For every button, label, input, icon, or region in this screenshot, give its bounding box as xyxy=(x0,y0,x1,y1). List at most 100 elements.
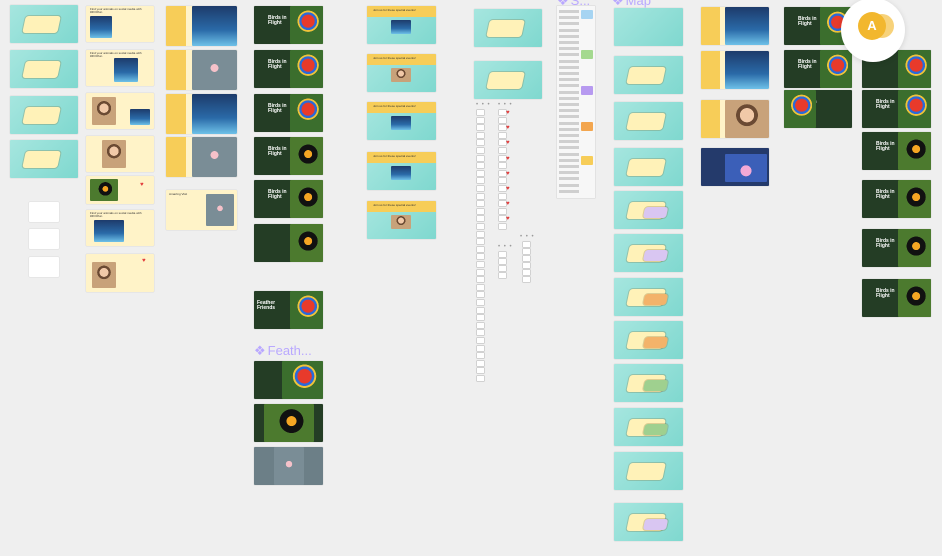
map-slide[interactable] xyxy=(614,452,683,490)
social-slide[interactable]: ♥ xyxy=(86,176,154,204)
events-slide[interactable] xyxy=(701,51,769,89)
tiny-slide-thumbnail[interactable] xyxy=(477,307,484,313)
tiny-slide-thumbnail[interactable] xyxy=(499,148,506,153)
events-slide[interactable] xyxy=(701,7,769,45)
birds-slide[interactable]: Birds in Flight xyxy=(862,229,931,267)
tiny-slide-thumbnail[interactable] xyxy=(477,360,484,366)
birds-slide[interactable]: Birds in Flight xyxy=(862,90,931,128)
tiny-slide-thumbnail[interactable] xyxy=(477,277,484,283)
map-slide[interactable] xyxy=(614,56,683,94)
tiny-slide-thumbnail[interactable] xyxy=(477,132,484,138)
slide-thumbnail[interactable] xyxy=(474,61,542,99)
tiny-slide-thumbnail[interactable] xyxy=(477,284,484,290)
tiny-slide-thumbnail[interactable] xyxy=(477,216,484,222)
tiny-slide-thumbnail[interactable] xyxy=(499,155,506,161)
feather-friends-slide[interactable]: Feather Friends xyxy=(254,291,323,329)
tiny-slide-thumbnail[interactable] xyxy=(477,208,484,214)
tiny-slide-thumbnail[interactable] xyxy=(477,239,484,245)
social-slide[interactable]: ♥ xyxy=(86,254,154,292)
events-slide[interactable] xyxy=(701,148,769,186)
tiny-slide-thumbnail[interactable] xyxy=(477,231,484,237)
sticky-note[interactable] xyxy=(29,202,59,222)
tiny-slide-thumbnail[interactable] xyxy=(499,140,506,146)
map-slide[interactable] xyxy=(614,503,683,541)
birds-slide[interactable]: Birds in Flight xyxy=(862,279,931,317)
tiny-slide-thumbnail[interactable] xyxy=(477,345,484,351)
join-us-slide[interactable]: Join us for these special events! xyxy=(367,201,436,239)
tiny-slide-thumbnail[interactable] xyxy=(477,110,484,115)
tiny-slide-thumbnail[interactable] xyxy=(477,140,484,146)
events-slide[interactable] xyxy=(166,50,237,90)
tiny-slide-thumbnail[interactable] xyxy=(499,252,506,257)
tiny-slide-thumbnail[interactable] xyxy=(477,155,484,161)
slide-thumbnail[interactable] xyxy=(474,9,542,47)
tiny-slide-thumbnail[interactable] xyxy=(477,246,484,252)
tiny-slide-thumbnail[interactable] xyxy=(499,216,506,222)
tiny-slide-thumbnail[interactable] xyxy=(477,163,484,169)
tiny-slide-thumbnail[interactable] xyxy=(477,368,484,374)
tiny-slide-thumbnail[interactable] xyxy=(499,259,506,264)
section-title-map[interactable]: ❖Map xyxy=(612,0,651,8)
social-slide[interactable] xyxy=(86,136,154,172)
outline-strip[interactable] xyxy=(557,6,595,198)
tiny-slide-thumbnail[interactable] xyxy=(477,254,484,260)
amazing-visit-slide[interactable]: Amazing Visit xyxy=(166,190,237,230)
events-slide[interactable] xyxy=(166,6,237,46)
map-slide[interactable] xyxy=(614,321,683,359)
tiny-slide-thumbnail[interactable] xyxy=(499,224,506,229)
sticky-note[interactable] xyxy=(29,257,59,277)
tiny-slide-thumbnail[interactable] xyxy=(477,269,484,275)
social-slide[interactable]: Find your animals on social media with #… xyxy=(86,6,154,42)
tiny-slide-thumbnail[interactable] xyxy=(499,186,506,191)
events-slide[interactable] xyxy=(166,137,237,177)
tiny-slide-thumbnail[interactable] xyxy=(477,338,484,343)
tiny-slide-thumbnail[interactable] xyxy=(523,256,530,261)
tiny-slide-thumbnail[interactable] xyxy=(523,270,530,275)
tiny-slide-thumbnail[interactable] xyxy=(477,353,484,359)
map-slide[interactable] xyxy=(614,408,683,446)
slide-thumbnail[interactable] xyxy=(10,50,78,88)
join-us-slide[interactable]: Join us for these special events! xyxy=(367,152,436,190)
map-slide[interactable] xyxy=(614,278,683,316)
tiny-slide-thumbnail[interactable] xyxy=(523,263,530,268)
birds-slide[interactable] xyxy=(254,224,323,262)
social-slide[interactable] xyxy=(86,93,154,129)
section-title-feathered[interactable]: ❖Feath... xyxy=(254,344,312,358)
slide-thumbnail[interactable] xyxy=(10,5,78,43)
tiny-slide-thumbnail[interactable] xyxy=(499,110,506,115)
tiny-slide-thumbnail[interactable] xyxy=(523,242,530,247)
tiny-slide-thumbnail[interactable] xyxy=(477,330,484,336)
tiny-slide-thumbnail[interactable] xyxy=(477,262,484,267)
birds-slide[interactable]: Birds in Flight xyxy=(862,132,931,170)
tiny-slide-thumbnail[interactable] xyxy=(477,315,484,321)
tiny-slide-thumbnail[interactable] xyxy=(499,132,506,138)
tiny-slide-thumbnail[interactable] xyxy=(477,376,484,381)
social-slide[interactable]: Find your animals on social media with #… xyxy=(86,210,154,246)
feathered-slide[interactable] xyxy=(254,361,323,399)
birds-slide[interactable]: Birds in Flight xyxy=(784,50,852,88)
tiny-slide-thumbnail[interactable] xyxy=(477,148,484,153)
tiny-slide-thumbnail[interactable] xyxy=(477,170,484,176)
map-slide[interactable] xyxy=(614,8,683,46)
join-us-slide[interactable]: Join us for these special events! xyxy=(367,54,436,92)
tiny-slide-thumbnail[interactable] xyxy=(499,178,506,184)
tiny-slide-thumbnail[interactable] xyxy=(477,201,484,207)
tiny-slide-thumbnail[interactable] xyxy=(499,208,506,214)
social-slide[interactable]: Find your animals on social media with #… xyxy=(86,50,154,86)
birds-slide[interactable]: Birds in Flight xyxy=(254,180,323,218)
tiny-slide-thumbnail[interactable] xyxy=(499,201,506,207)
tiny-slide-thumbnail[interactable] xyxy=(499,163,506,169)
birds-slide[interactable]: Birds in Flight xyxy=(862,180,931,218)
join-us-slide[interactable]: Join us for these special events! xyxy=(367,102,436,140)
birds-slide[interactable] xyxy=(862,50,931,88)
tiny-slide-thumbnail[interactable] xyxy=(477,300,484,305)
birds-slide[interactable]: Birds in Flight xyxy=(254,6,323,44)
tiny-slide-thumbnail[interactable] xyxy=(477,125,484,131)
collaborator-avatar[interactable]: A xyxy=(841,0,905,62)
feathered-slide[interactable] xyxy=(254,404,323,442)
tiny-slide-thumbnail[interactable] xyxy=(477,292,484,298)
birds-slide[interactable]: Birds in Flight xyxy=(254,137,323,175)
tiny-slide-thumbnail[interactable] xyxy=(499,266,506,271)
tiny-slide-thumbnail[interactable] xyxy=(477,193,484,199)
